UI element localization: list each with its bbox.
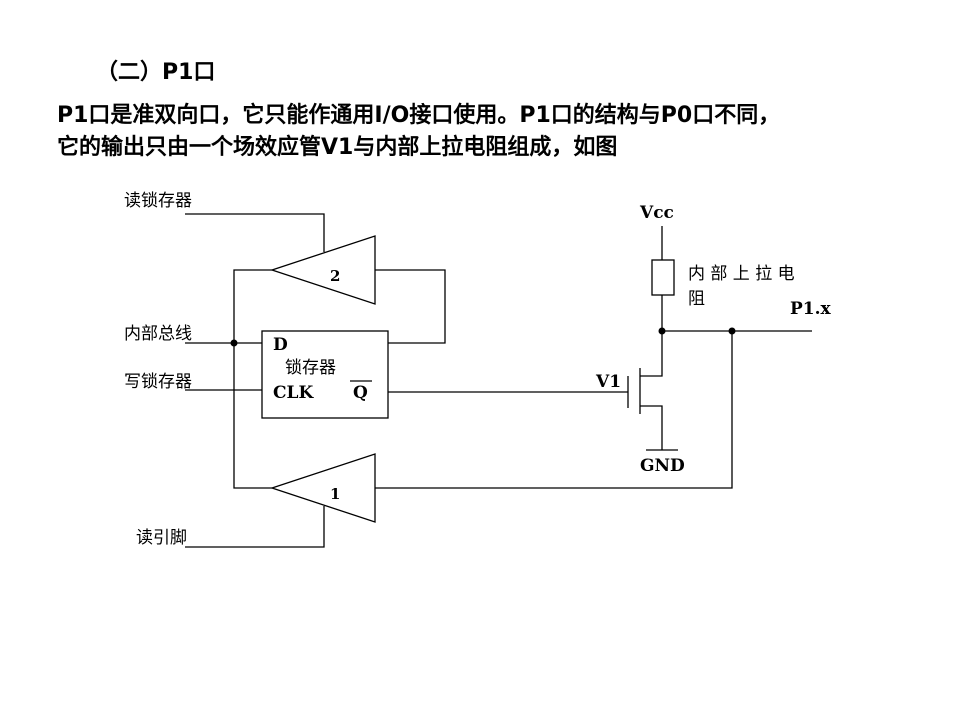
write-latch-label: 写锁存器 (124, 372, 192, 392)
gnd-label: GND (640, 456, 685, 476)
buffer-2-label: 2 (330, 267, 340, 285)
buffer2-output-wire (233, 269, 272, 343)
latch-box (261, 330, 389, 419)
fet-source-wire (640, 405, 663, 450)
read-pin-label: 读引脚 (136, 528, 187, 548)
junction-dot-bus (230, 339, 238, 347)
read-latch-wire (185, 213, 325, 252)
pullup-resistor (651, 259, 675, 296)
fet-drain-wire (640, 331, 663, 377)
read-pin-wire (185, 506, 325, 548)
read-latch-label: 读锁存器 (124, 191, 192, 211)
pullup-label-line-2: 阻 (688, 289, 705, 309)
latch-qbar-label: Q (353, 383, 368, 403)
pin-feedback-wire (375, 331, 733, 489)
vcc-label: Vcc (639, 203, 674, 223)
description-paragraph: P1口是准双向口，它只能作通用I/O接口使用。P1口的结构与P0口不同， 它的输… (57, 100, 917, 164)
section-heading: （二）P1口 (96, 60, 216, 85)
pullup-label-line-1: 内 部 上 拉 电 (688, 264, 795, 284)
latch-clk-label: CLK (273, 383, 314, 403)
fet-label: V1 (595, 372, 621, 392)
paragraph-line-2: 它的输出只由一个场效应管V1与内部上拉电阻组成，如图 (57, 135, 618, 160)
latch-name-label: 锁存器 (285, 358, 336, 378)
buffer-1-triangle (269, 453, 376, 523)
buffer2-input-wire (375, 269, 446, 344)
bus-vertical-wire (233, 343, 272, 489)
latch-d-label: D (273, 335, 288, 355)
buffer-2-triangle (269, 235, 376, 305)
internal-bus-label: 内部总线 (124, 324, 192, 344)
paragraph-line-1: P1口是准双向口，它只能作通用I/O接口使用。P1口的结构与P0口不同， (57, 103, 781, 128)
buffer-1-label: 1 (330, 485, 340, 503)
junction-dot-drain (658, 327, 666, 335)
junction-dot-output (728, 327, 736, 335)
port-pin-label: P1.x (790, 299, 832, 319)
